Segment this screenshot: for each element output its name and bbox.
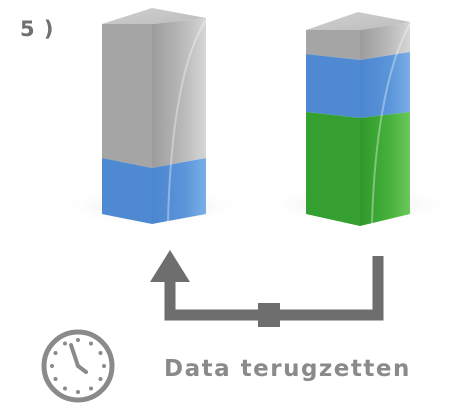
clock-icon	[41, 329, 115, 403]
right-block-top	[306, 12, 410, 30]
right-block-blue-front-left	[306, 54, 360, 118]
right-storage-block	[261, 12, 455, 226]
restore-arrow-icon	[150, 250, 384, 327]
step-number: 5 )	[20, 17, 55, 41]
left-block-blue-front-right	[152, 158, 206, 224]
left-block-grey-front-right	[152, 18, 206, 168]
left-storage-block	[57, 8, 247, 227]
left-block-highlight	[167, 19, 207, 223]
restore-arrow-node	[258, 303, 280, 327]
right-block-green-front-left	[306, 112, 360, 226]
left-block-top	[102, 8, 206, 24]
left-block-grey-front-left	[102, 24, 152, 168]
right-block-grey-front-left	[306, 30, 360, 60]
right-block-green-front-right	[360, 112, 410, 226]
right-block-grey-front-right	[360, 22, 410, 60]
restore-arrow-head	[150, 250, 190, 282]
caption-restore-data: Data terugzetten	[164, 356, 411, 382]
clock-minute-hand	[76, 364, 88, 374]
clock-face	[41, 329, 115, 403]
left-block-blue-front-left	[102, 158, 152, 224]
right-block-highlight	[371, 23, 411, 225]
right-block-blue-front-right	[360, 52, 410, 118]
clock-hour-hand	[69, 343, 80, 368]
